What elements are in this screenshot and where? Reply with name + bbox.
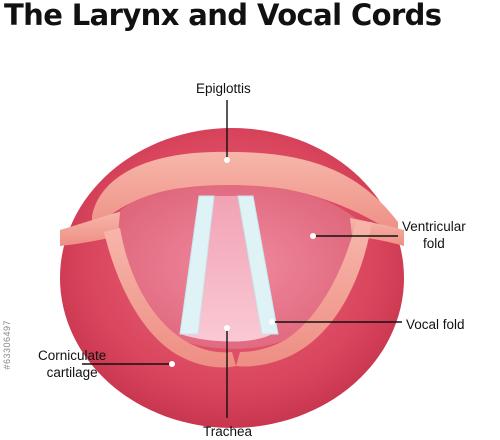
pointer-epiglottis xyxy=(224,157,230,163)
label-corniculate-line2: cartilage xyxy=(46,365,98,380)
vocal-fold-right xyxy=(237,195,279,335)
aryepiglottic-fold-left xyxy=(104,228,236,368)
label-trachea: Trachea xyxy=(203,424,253,439)
ventricular-fold-band xyxy=(60,212,120,246)
pointer-vocal-fold xyxy=(269,319,275,325)
watermark-id: #63306497 xyxy=(2,320,12,370)
pointer-corniculate xyxy=(169,361,175,367)
label-corniculate-line1: Corniculate xyxy=(38,348,107,363)
epiglottis-fold xyxy=(92,151,398,236)
label-vocal-fold: Vocal fold xyxy=(406,317,465,332)
label-epiglottis: Epiglottis xyxy=(196,81,251,96)
pointer-ventricular-fold xyxy=(310,233,316,239)
pointer-trachea xyxy=(224,325,230,331)
label-ventricular-fold-line2: fold xyxy=(423,236,445,251)
label-ventricular-fold-line1: Ventricular xyxy=(402,219,466,234)
label-ventricular-fold: Ventricular fold xyxy=(402,218,466,252)
vocal-fold-left xyxy=(179,195,215,335)
label-corniculate-cartilage: Corniculate cartilage xyxy=(38,347,106,381)
page-title: The Larynx and Vocal Cords xyxy=(4,0,442,32)
